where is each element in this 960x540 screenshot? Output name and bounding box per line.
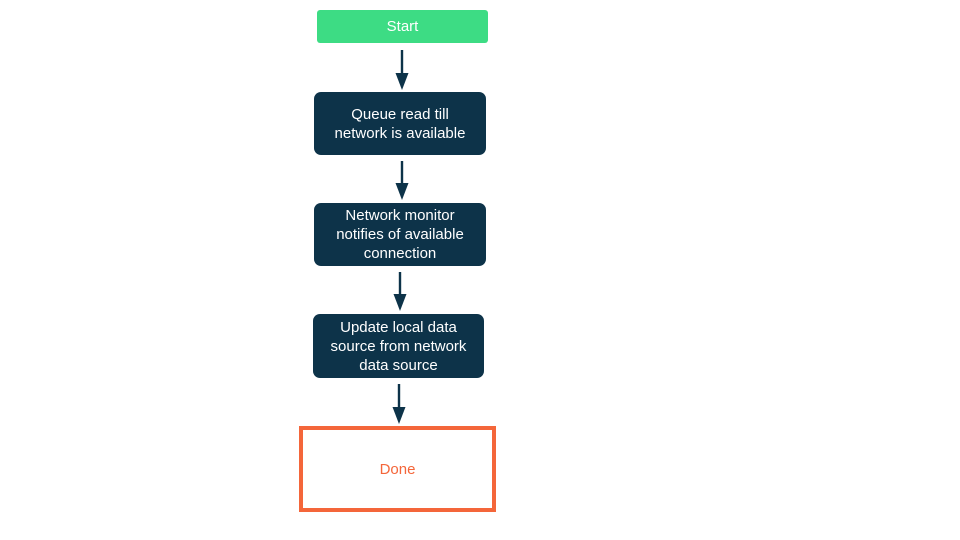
node-done[interactable]: Done (299, 426, 496, 512)
node-network-monitor-label: Network monitor notifies of available co… (336, 207, 464, 262)
node-queue-read[interactable]: Queue read till network is available (314, 92, 486, 155)
node-network-monitor[interactable]: Network monitor notifies of available co… (314, 203, 486, 266)
edge-network-monitor-to-update-local (393, 272, 407, 311)
edge-start-to-queue-read (395, 50, 409, 90)
arrowhead-down-icon (395, 73, 409, 90)
arrowhead-down-icon (392, 407, 406, 424)
arrowhead-down-icon (393, 294, 407, 311)
edge-queue-read-to-network-monitor (395, 161, 409, 200)
node-done-label: Done (379, 460, 416, 478)
edge-update-local-to-done (392, 384, 406, 424)
node-start[interactable]: Start (317, 10, 488, 43)
node-update-local-label: Update local data source from network da… (330, 318, 467, 374)
node-queue-read-label: Queue read till network is available (334, 105, 466, 142)
node-start-label: Start (386, 18, 419, 35)
node-update-local[interactable]: Update local data source from network da… (313, 314, 484, 378)
arrowhead-down-icon (395, 183, 409, 200)
